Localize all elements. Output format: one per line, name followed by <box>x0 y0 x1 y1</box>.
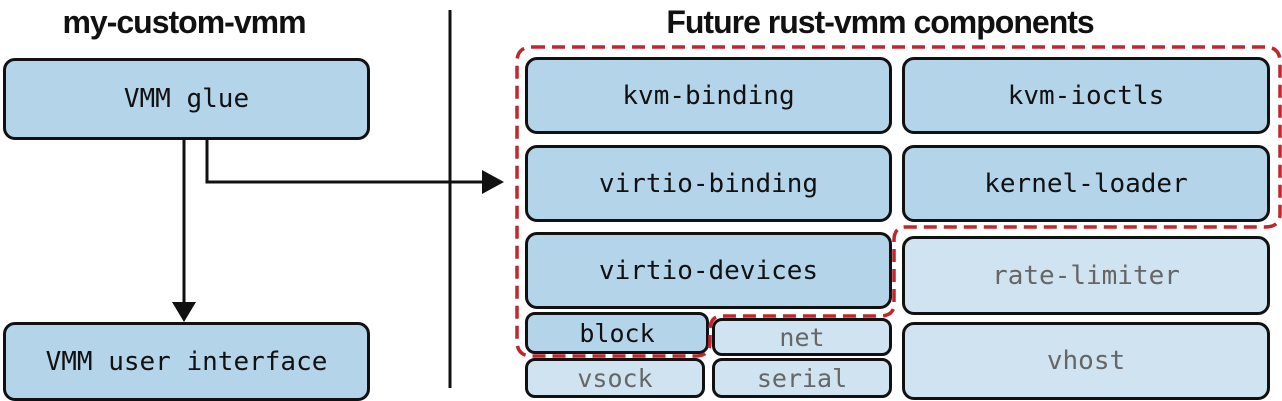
kvm-binding-box: kvm-binding <box>525 57 892 134</box>
kvm-ioctls-box: kvm-ioctls <box>902 57 1270 134</box>
vsock-box: vsock <box>525 358 705 398</box>
rate-limiter-box: rate-limiter <box>902 236 1270 315</box>
right-panel-heading: Future rust-vmm components <box>666 4 1094 40</box>
serial-box: serial <box>712 358 892 398</box>
left-panel-heading: my-custom-vmm <box>62 4 306 40</box>
vmm-glue-box: VMM glue <box>3 58 370 140</box>
virtio-devices-box: virtio-devices <box>525 232 892 309</box>
core-components-group-outline <box>515 45 1282 358</box>
virtio-binding-box: virtio-binding <box>525 145 892 222</box>
vhost-box: vhost <box>902 322 1270 400</box>
block-box: block <box>525 312 709 354</box>
glue-to-components-arrow <box>205 140 484 184</box>
glue-to-ui-arrowhead <box>172 302 196 322</box>
glue-to-components-arrowhead <box>482 170 504 194</box>
vmm-user-interface-box: VMM user interface <box>3 322 370 401</box>
net-box: net <box>712 318 892 356</box>
kernel-loader-box: kernel-loader <box>902 145 1270 222</box>
